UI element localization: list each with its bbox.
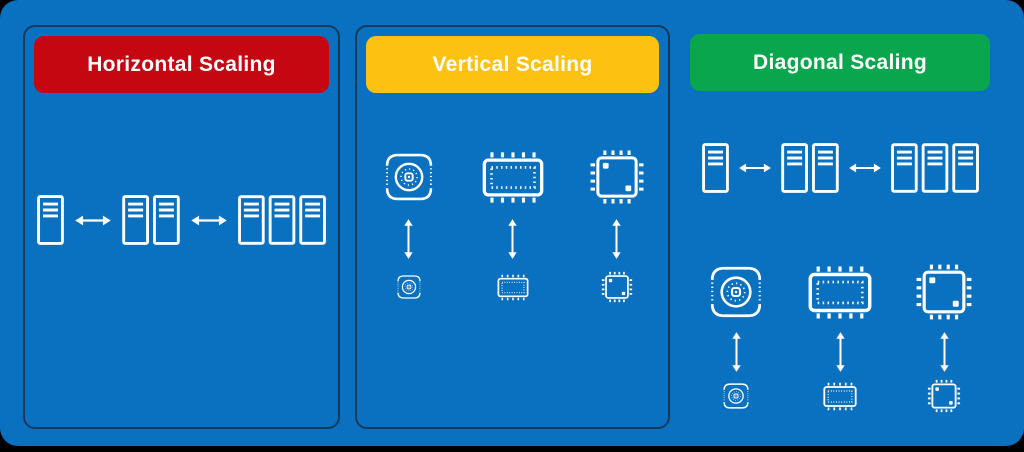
disk-scale-column xyxy=(364,146,454,304)
left-right-arrow-icon xyxy=(848,162,882,174)
memory-chip-small-icon xyxy=(495,274,531,301)
component-scale-row xyxy=(690,261,990,413)
up-down-arrow-icon xyxy=(610,218,623,260)
triple-server-icon xyxy=(238,195,326,245)
triple-server-icon xyxy=(891,143,979,193)
processor-chip-icon xyxy=(589,149,645,205)
server-growth-row xyxy=(25,195,338,245)
panel-horizontal-scaling: Horizontal Scaling xyxy=(23,25,340,429)
processor-chip-icon xyxy=(915,263,973,321)
up-down-arrow-icon xyxy=(834,331,847,373)
double-server-icon xyxy=(781,143,839,193)
memory-chip-icon xyxy=(804,265,876,320)
server-growth-row xyxy=(690,143,990,193)
horizontal-scaling-title: Horizontal Scaling xyxy=(87,52,276,76)
double-server-icon xyxy=(122,195,180,245)
cpu-scale-column xyxy=(899,261,989,413)
diagonal-scaling-title: Diagonal Scaling xyxy=(753,50,927,74)
processor-chip-small-icon xyxy=(927,379,961,413)
ram-scale-column xyxy=(468,146,558,304)
hard-disk-small-icon xyxy=(723,383,749,409)
vertical-scaling-title: Vertical Scaling xyxy=(432,52,593,76)
ram-scale-column xyxy=(795,261,885,413)
single-server-icon xyxy=(37,195,64,245)
processor-chip-small-icon xyxy=(601,271,633,303)
hard-disk-icon xyxy=(385,153,433,201)
hard-disk-icon xyxy=(710,266,762,318)
left-right-arrow-icon xyxy=(74,214,112,227)
horizontal-scaling-header: Horizontal Scaling xyxy=(34,36,329,93)
component-scale-row xyxy=(357,146,668,304)
vertical-scaling-header: Vertical Scaling xyxy=(366,36,659,93)
diagonal-scaling-header: Diagonal Scaling xyxy=(690,34,990,91)
up-down-arrow-icon xyxy=(730,331,743,373)
left-right-arrow-icon xyxy=(190,214,228,227)
panel-vertical-scaling: Vertical Scaling xyxy=(355,25,670,429)
up-down-arrow-icon xyxy=(506,218,519,260)
hard-disk-small-icon xyxy=(397,275,421,299)
cpu-scale-column xyxy=(572,146,662,304)
single-server-icon xyxy=(702,143,729,193)
up-down-arrow-icon xyxy=(938,331,951,373)
memory-chip-icon xyxy=(478,151,548,204)
disk-scale-column xyxy=(691,261,781,413)
left-right-arrow-icon xyxy=(738,162,772,174)
memory-chip-small-icon xyxy=(821,382,859,411)
panel-diagonal-scaling: Diagonal Scaling xyxy=(690,25,990,429)
up-down-arrow-icon xyxy=(402,218,415,260)
